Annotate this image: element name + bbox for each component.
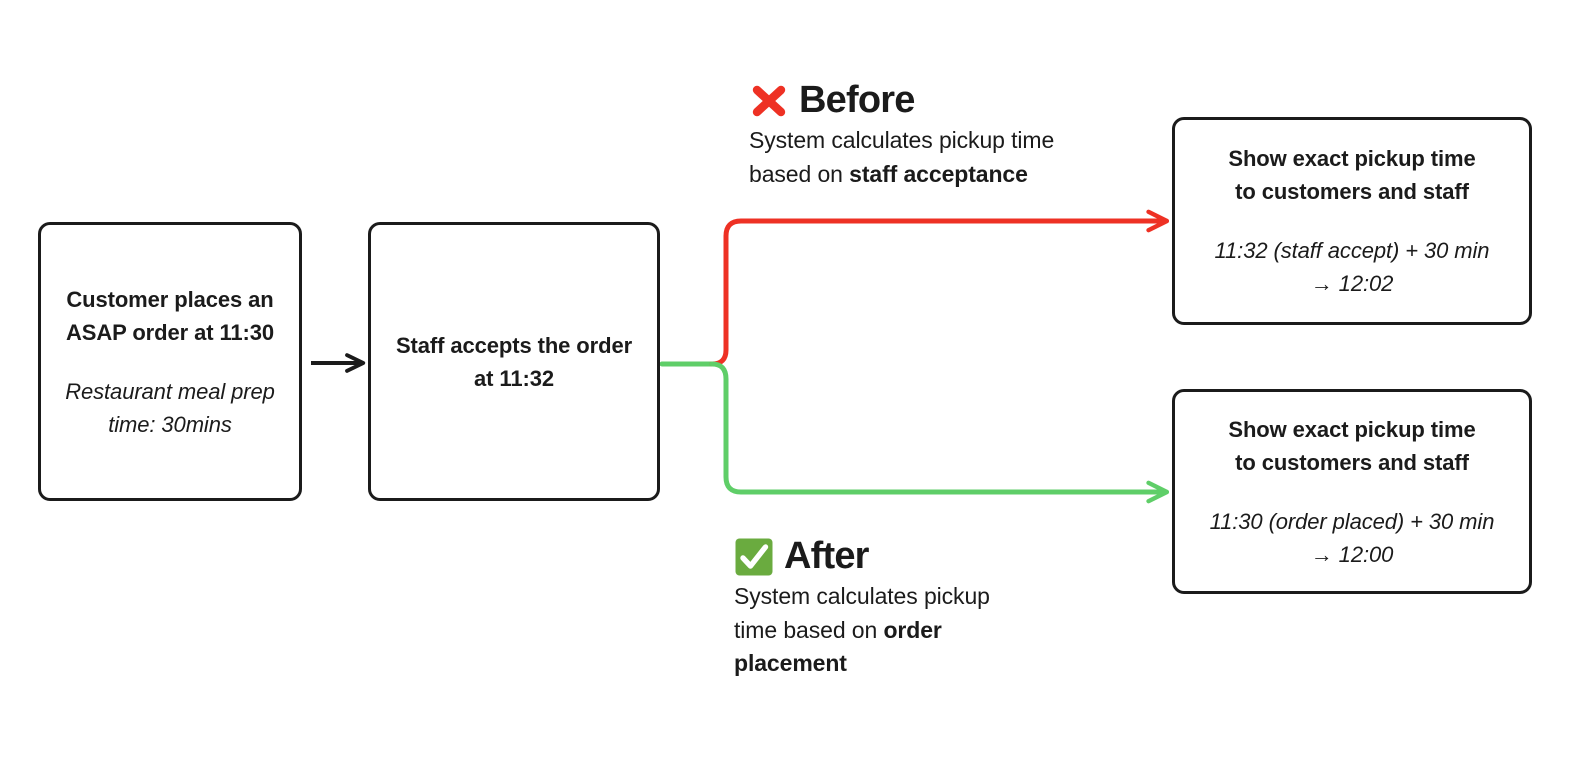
before-annotation-header: Before <box>749 79 1089 122</box>
cross-mark-icon <box>752 85 786 117</box>
customer-order-note-1: Restaurant meal prep <box>65 378 275 404</box>
after-outcome-note-2: → 12:00 <box>1310 541 1394 567</box>
before-annotation-body-emphasis: staff acceptance <box>849 160 1028 187</box>
staff-accept-line-1: Staff accepts the order <box>395 332 633 358</box>
before-outcome-line-1: Show exact pickup time <box>1228 146 1476 171</box>
customer-order-line-2: ASAP order at 11:30 <box>65 319 274 345</box>
after-outcome-box: Show exact pickup time to customers and … <box>1172 389 1532 594</box>
before-outcome-box: Show exact pickup time to customers and … <box>1172 117 1532 325</box>
after-annotation-body: System calculates pickup time based on o… <box>734 580 1014 681</box>
after-annotation-body-emphasis: order placement <box>734 616 942 677</box>
before-outcome-note-1: 11:32 (staff accept) + 30 min <box>1214 238 1490 263</box>
staff-accept-box: Staff accepts the order at 11:32 <box>368 222 660 501</box>
customer-order-line-1: Customer places an <box>66 286 274 312</box>
before-annotation-title: Before <box>799 79 915 121</box>
before-annotation-body: System calculates pickup time based on s… <box>749 124 1089 192</box>
before-annotation: Before System calculates pickup time bas… <box>749 79 1089 192</box>
before-outcome-line-2: to customers and staff <box>1235 179 1469 204</box>
accept-to-before-arrow <box>709 209 1170 367</box>
before-outcome-note-2: → 12:02 <box>1310 271 1394 296</box>
after-outcome-line-2: to customers and staff <box>1235 449 1469 475</box>
accept-to-after-arrow <box>709 361 1170 504</box>
staff-accept-line-2: at 11:32 <box>474 365 554 391</box>
after-outcome-line-1: Show exact pickup time <box>1228 416 1476 442</box>
before-annotation-body-prefix: System calculates pickup time based on <box>749 126 1055 187</box>
check-mark-button-icon <box>735 538 773 576</box>
after-annotation-title: After <box>784 535 869 577</box>
after-annotation-body-prefix: System calculates pickup time based on <box>734 582 990 643</box>
customer-order-box: Customer places an ASAP order at 11:30 R… <box>38 222 302 501</box>
after-annotation: After System calculates pickup time base… <box>734 535 1014 681</box>
after-annotation-header: After <box>734 535 1014 578</box>
customer-order-note-2: time: 30mins <box>108 411 232 437</box>
after-outcome-note-1: 11:30 (order placed) + 30 min <box>1209 508 1495 534</box>
